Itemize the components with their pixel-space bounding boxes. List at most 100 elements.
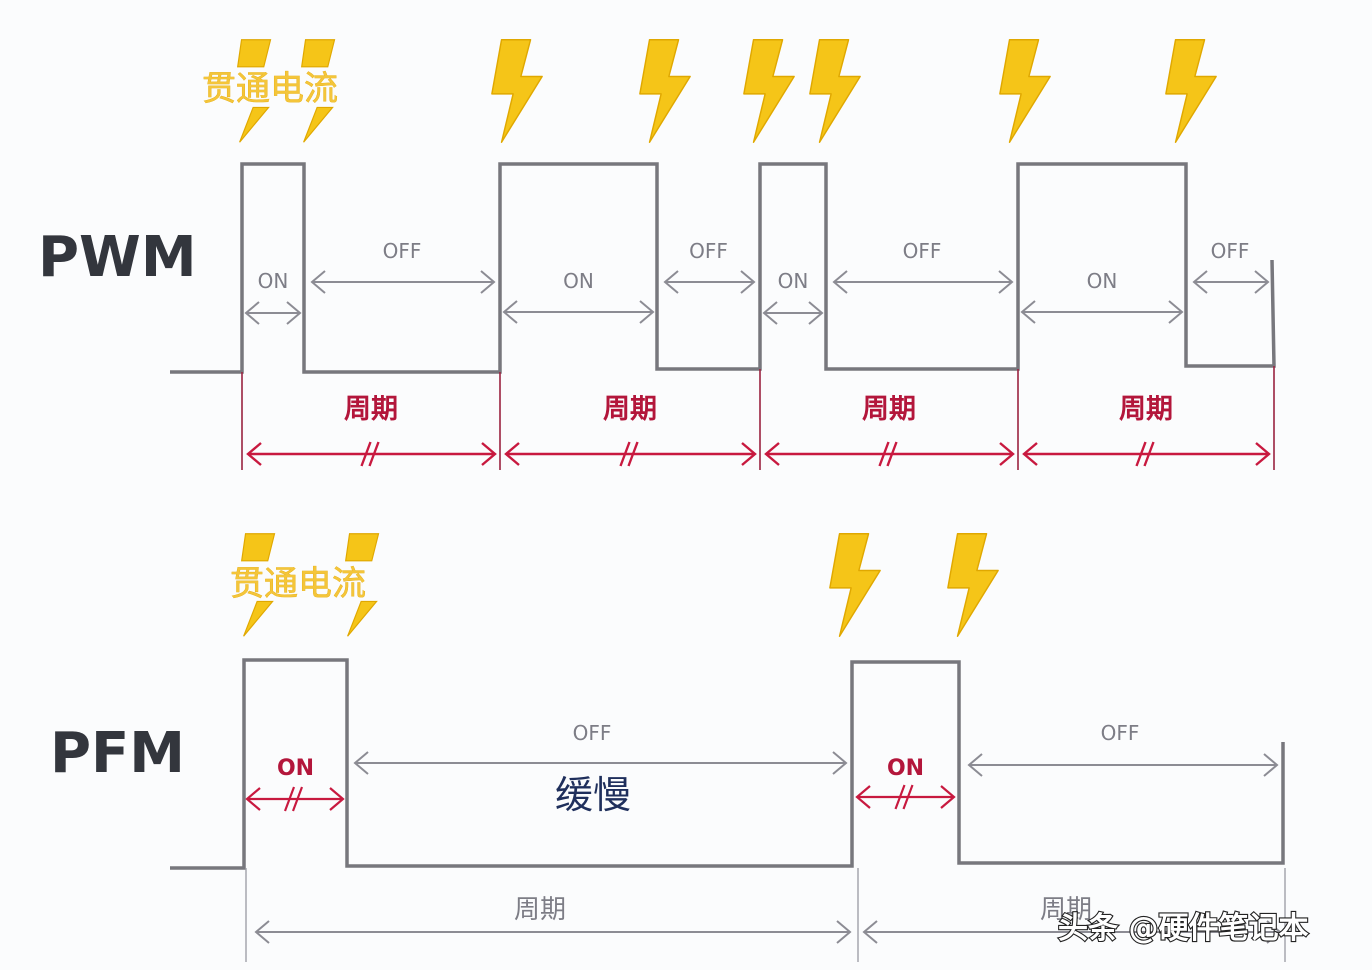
equal-mark	[619, 441, 631, 467]
lightning-bolt-icon	[241, 533, 276, 562]
equal-mark	[283, 786, 296, 812]
pwm-period-label: 周期	[603, 394, 657, 425]
pwm-period-label: 周期	[1119, 394, 1173, 425]
pfm-off-time-arrow	[967, 753, 1279, 777]
arrow-head-left	[353, 751, 369, 775]
pfm-slow-label: 缓慢	[555, 773, 631, 817]
pfm-on-time-arrow	[855, 784, 956, 810]
pwm-on-label: ON	[778, 269, 809, 293]
pwm-period-arrow	[1022, 441, 1271, 467]
arrow-head-left	[1192, 270, 1208, 294]
pwm-period-label: 周期	[862, 394, 916, 425]
arrow-head-left	[663, 270, 679, 294]
arrow-head-left	[310, 270, 326, 294]
arrow-head-right	[1168, 300, 1184, 324]
pfm-on-time-arrow	[245, 786, 345, 812]
lightning-bolt-icon	[947, 533, 999, 637]
lightning-bolt-icon	[491, 39, 543, 143]
lightning-bolt-icon	[237, 39, 272, 68]
arrow-head-right	[1254, 270, 1270, 294]
arrow-head-right	[832, 751, 848, 775]
equal-mark	[360, 441, 372, 467]
arrow-head-right	[808, 301, 824, 325]
watermark: 头条 @硬件笔记本	[1058, 911, 1308, 946]
arrow-head-left	[245, 787, 261, 811]
lightning-bolt-icon	[301, 39, 336, 68]
pwm-on-time-arrow	[502, 300, 655, 324]
pwm-on-time-arrow	[762, 301, 824, 325]
arrow-head-right	[740, 270, 756, 294]
pwm-off-label: OFF	[383, 239, 422, 263]
lightning-bolt-icon	[239, 106, 270, 143]
pwm-waveform-line	[170, 162, 1276, 374]
arrow-head-left	[862, 920, 878, 944]
arrow-head-left	[504, 442, 520, 466]
arrow-head-right	[940, 785, 956, 809]
lightning-bolt-icon	[829, 533, 881, 637]
arrow-head-left	[855, 785, 871, 809]
pfm-period-label: 周期	[514, 895, 566, 925]
pwm-off-label: OFF	[1211, 239, 1250, 263]
pwm-on-label: ON	[258, 269, 289, 293]
equal-mark	[886, 441, 898, 467]
arrow-head-right	[836, 920, 852, 944]
pfm-period-arrow	[254, 920, 852, 944]
arrow-head-left	[764, 442, 780, 466]
pwm-on-time-arrow	[1020, 300, 1184, 324]
lightning-bolt-icon	[303, 106, 334, 143]
arrow-head-right	[480, 270, 496, 294]
pwm-period-arrow	[504, 441, 757, 467]
arrow-head-right	[998, 270, 1014, 294]
arrow-head-right	[1266, 920, 1282, 944]
pwm-title: PWM	[38, 225, 197, 290]
arrow-head-left	[244, 301, 260, 325]
pwm-on-time-arrow	[244, 301, 302, 325]
pwm-off-time-arrow	[310, 270, 496, 294]
pwm-shoot-through-label: 贯通电流	[202, 69, 338, 109]
arrow-head-left	[1022, 442, 1038, 466]
lightning-bolt-icon	[639, 39, 691, 143]
pfm-title: PFM	[50, 721, 185, 786]
arrow-head-left	[502, 300, 518, 324]
pfm-off-label: OFF	[573, 721, 612, 745]
arrow-head-left	[1020, 300, 1036, 324]
lightning-bolt-icon	[999, 39, 1051, 143]
equal-mark	[291, 786, 304, 812]
pwm-off-time-arrow	[1192, 270, 1270, 294]
equal-mark	[902, 784, 914, 810]
pwm-off-time-arrow	[832, 270, 1014, 294]
equal-mark	[894, 784, 906, 810]
arrow-head-left	[832, 270, 848, 294]
equal-mark	[1143, 441, 1155, 467]
pfm-period-label: 周期	[1040, 895, 1092, 925]
pfm-on-label: ON	[887, 756, 924, 781]
pwm-on-label: ON	[563, 269, 594, 293]
pwm-period-arrow	[246, 441, 497, 467]
arrow-head-left	[246, 442, 262, 466]
arrow-head-left	[967, 753, 983, 777]
pwm-off-label: OFF	[903, 239, 942, 263]
pfm-shoot-through-label: 贯通电流	[230, 564, 366, 604]
pfm-off-time-arrow	[353, 751, 848, 775]
equal-mark	[368, 441, 380, 467]
arrow-head-right	[1263, 753, 1279, 777]
equal-mark	[878, 441, 890, 467]
lightning-bolt-icon	[1165, 39, 1217, 143]
pwm-off-label: OFF	[689, 239, 728, 263]
pwm-period-label: 周期	[344, 394, 398, 425]
pwm-off-time-arrow	[663, 270, 756, 294]
arrow-head-right	[999, 442, 1015, 466]
equal-mark	[1135, 441, 1147, 467]
pfm-off-label: OFF	[1101, 721, 1140, 745]
pfm-on-label: ON	[277, 756, 314, 781]
arrow-head-right	[1255, 442, 1271, 466]
arrow-head-right	[741, 442, 757, 466]
lightning-bolt-icon	[243, 600, 274, 637]
lightning-bolt-icon	[809, 39, 861, 143]
pfm-period-arrow	[862, 920, 1282, 944]
arrow-head-right	[286, 301, 302, 325]
arrow-head-right	[481, 442, 497, 466]
